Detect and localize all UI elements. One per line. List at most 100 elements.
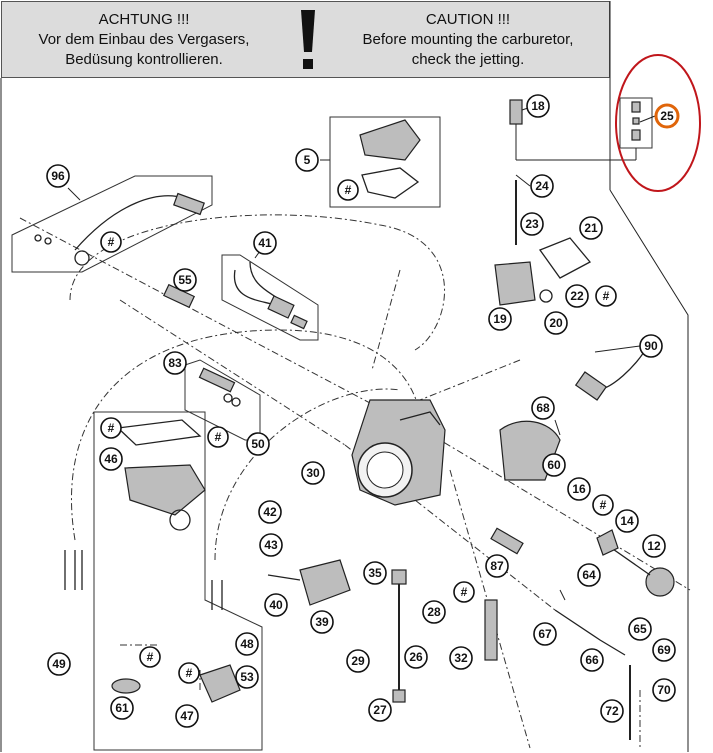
callout-43: 43	[259, 533, 283, 557]
callout-27: 27	[368, 698, 392, 722]
svg-text:21: 21	[584, 221, 598, 235]
callout-69: 69	[652, 638, 676, 662]
english-warning-title: CAUTION !!!	[425, 11, 511, 28]
callout-40: 40	[264, 593, 288, 617]
callout-55: 55	[173, 268, 197, 292]
callout-19: 19	[488, 307, 512, 331]
callout-25: 25	[654, 103, 680, 129]
callout-16: 16	[567, 477, 591, 501]
hash-marker: #	[595, 285, 617, 307]
callout-12: 12	[642, 534, 666, 558]
callout-32: 32	[449, 646, 473, 670]
hash-marker: #	[139, 646, 161, 668]
svg-text:72: 72	[605, 704, 619, 718]
hash-marker: #	[453, 581, 475, 603]
callout-90: 90	[639, 334, 663, 358]
svg-text:28: 28	[427, 605, 441, 619]
svg-text:50: 50	[251, 437, 265, 451]
callout-41: 41	[253, 231, 277, 255]
callout-48: 48	[235, 632, 259, 656]
callout-5: 5	[295, 148, 319, 172]
callout-64: 64	[577, 563, 601, 587]
svg-text:83: 83	[168, 356, 182, 370]
english-warning-line1: Before mounting the carburetor,	[362, 31, 574, 48]
callout-21: 21	[579, 216, 603, 240]
highlight-ring	[615, 54, 701, 192]
svg-text:40: 40	[269, 598, 283, 612]
svg-text:20: 20	[549, 316, 563, 330]
callout-22: 22	[565, 284, 589, 308]
callout-60: 60	[542, 453, 566, 477]
callout-83: 83	[163, 351, 187, 375]
callout-23: 23	[520, 212, 544, 236]
svg-text:#: #	[603, 289, 610, 303]
callout-61: 61	[110, 696, 134, 720]
callout-14: 14	[615, 509, 639, 533]
svg-text:61: 61	[115, 701, 129, 715]
svg-text:53: 53	[240, 670, 254, 684]
callout-39: 39	[310, 610, 334, 634]
hash-marker: #	[207, 426, 229, 448]
svg-text:16: 16	[572, 482, 586, 496]
callout-67: 67	[533, 622, 557, 646]
svg-text:5: 5	[304, 153, 311, 167]
svg-text:60: 60	[547, 458, 561, 472]
svg-text:12: 12	[647, 539, 661, 553]
svg-text:48: 48	[240, 637, 254, 651]
svg-text:24: 24	[535, 179, 549, 193]
english-warning: CAUTION !!! Before mounting the carburet…	[338, 10, 598, 70]
german-warning: ACHTUNG !!! Vor dem Einbau des Vergasers…	[14, 10, 274, 70]
callout-28: 28	[422, 600, 446, 624]
callout-68: 68	[531, 396, 555, 420]
svg-text:25: 25	[660, 109, 674, 123]
svg-text:66: 66	[585, 653, 599, 667]
svg-text:39: 39	[315, 615, 329, 629]
callout-72: 72	[600, 699, 624, 723]
callout-18: 18	[526, 94, 550, 118]
svg-text:68: 68	[536, 401, 550, 415]
svg-text:70: 70	[657, 683, 671, 697]
callout-46: 46	[99, 447, 123, 471]
svg-text:#: #	[108, 421, 115, 435]
callout-53: 53	[235, 665, 259, 689]
callout-35: 35	[363, 561, 387, 585]
svg-text:69: 69	[657, 643, 671, 657]
svg-text:90: 90	[644, 339, 658, 353]
svg-text:47: 47	[180, 709, 194, 723]
caution-banner: ACHTUNG !!! Vor dem Einbau des Vergasers…	[1, 1, 610, 78]
svg-text:43: 43	[264, 538, 278, 552]
callout-49: 49	[47, 652, 71, 676]
callout-66: 66	[580, 648, 604, 672]
svg-text:55: 55	[178, 273, 192, 287]
svg-text:18: 18	[531, 99, 545, 113]
german-warning-line2: Bedüsung kontrollieren.	[65, 51, 223, 68]
callout-65: 65	[628, 617, 652, 641]
svg-text:22: 22	[570, 289, 584, 303]
svg-text:14: 14	[620, 514, 634, 528]
german-warning-line1: Vor dem Einbau des Vergasers,	[38, 31, 250, 48]
callout-42: 42	[258, 500, 282, 524]
leader-lines	[67, 107, 656, 601]
svg-text:87: 87	[490, 559, 504, 573]
hash-marker: #	[178, 662, 200, 684]
svg-text:19: 19	[493, 312, 507, 326]
svg-text:41: 41	[258, 236, 272, 250]
callout-87: 87	[485, 554, 509, 578]
hash-marker: #	[100, 231, 122, 253]
callout-20: 20	[544, 311, 568, 335]
hash-marker: #	[100, 417, 122, 439]
svg-text:46: 46	[104, 452, 118, 466]
german-warning-title: ACHTUNG !!!	[98, 11, 190, 28]
svg-text:26: 26	[409, 650, 423, 664]
svg-text:35: 35	[368, 566, 382, 580]
hash-marker: #	[337, 179, 359, 201]
svg-text:96: 96	[51, 169, 65, 183]
english-warning-line2: check the jetting.	[411, 51, 525, 68]
svg-text:42: 42	[263, 505, 277, 519]
exclamation-icon	[301, 10, 315, 69]
svg-text:#: #	[147, 650, 154, 664]
svg-text:29: 29	[351, 654, 365, 668]
callout-70: 70	[652, 678, 676, 702]
svg-text:27: 27	[373, 703, 387, 717]
